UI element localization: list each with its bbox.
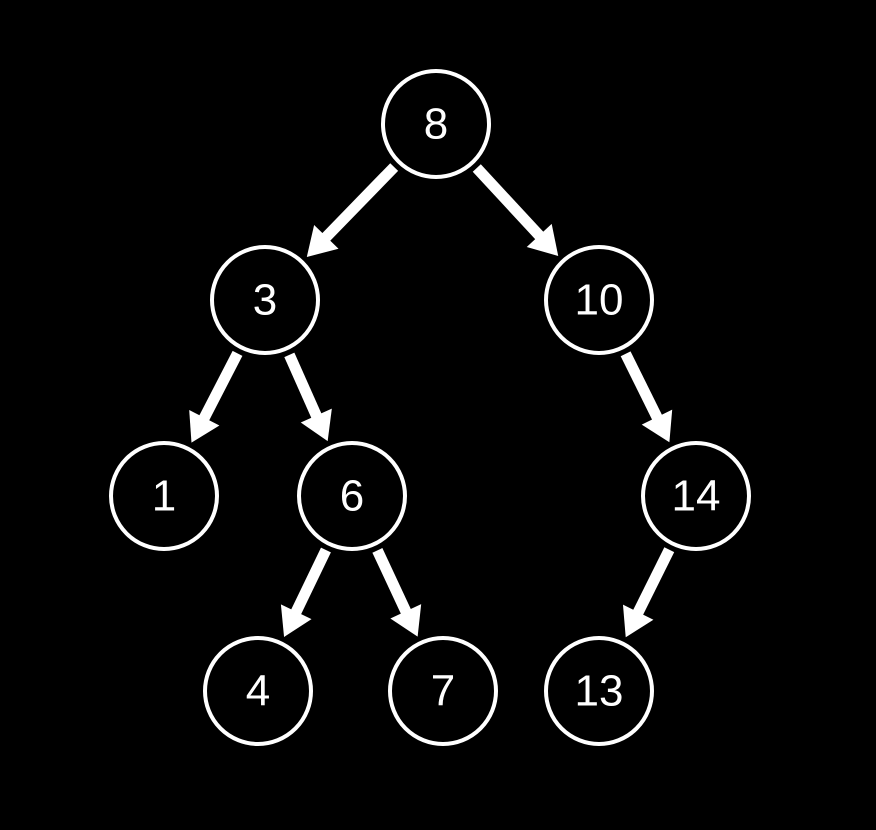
- node-circle: [388, 636, 498, 746]
- arrowhead-icon: [189, 409, 220, 443]
- edge-n6-n7: [372, 548, 422, 637]
- node-circle: [544, 636, 654, 746]
- edge-n3-n6: [284, 352, 332, 442]
- arrowhead-icon: [280, 604, 312, 637]
- node-label: 7: [431, 667, 455, 716]
- edge-n10-n14: [620, 351, 673, 443]
- node-circle: [109, 441, 219, 551]
- arrowhead-icon: [300, 408, 332, 442]
- edge-line: [320, 163, 399, 243]
- edge-n6-n4: [280, 547, 331, 637]
- node-label: 4: [246, 667, 270, 716]
- tree-node-7: 7: [388, 636, 498, 746]
- tree-node-14: 14: [641, 441, 751, 551]
- edge-n3-n1: [189, 350, 243, 443]
- edge-line: [198, 350, 243, 423]
- edge-n8-n10: [472, 164, 559, 256]
- edge-n8-n3: [306, 163, 399, 257]
- arrowhead-icon: [390, 604, 422, 637]
- node-label: 8: [424, 100, 448, 149]
- edge-line: [284, 352, 323, 420]
- edge-line: [372, 548, 412, 616]
- edge-line: [472, 164, 545, 241]
- tree-node-13: 13: [544, 636, 654, 746]
- edge-n14-n13: [622, 547, 675, 638]
- tree-node-6: 6: [297, 441, 407, 551]
- edge-line: [290, 547, 331, 616]
- node-circle: [203, 636, 313, 746]
- arrowhead-icon: [641, 409, 673, 443]
- tree-node-4: 4: [203, 636, 313, 746]
- node-label: 14: [672, 472, 721, 521]
- tree-node-8: 8: [381, 69, 491, 179]
- node-circle: [641, 441, 751, 551]
- node-circle: [544, 245, 654, 355]
- node-circle: [210, 245, 320, 355]
- edge-line: [620, 351, 663, 422]
- node-label: 13: [575, 667, 624, 716]
- arrowhead-icon: [622, 604, 654, 638]
- arrowhead-icon: [526, 223, 559, 256]
- edge-line: [632, 547, 675, 617]
- edges-layer: [189, 163, 675, 638]
- arrowhead-icon: [306, 225, 339, 257]
- node-label: 10: [575, 276, 624, 325]
- node-label: 6: [340, 472, 364, 521]
- node-circle: [381, 69, 491, 179]
- node-label: 3: [253, 276, 277, 325]
- tree-node-3: 3: [210, 245, 320, 355]
- nodes-layer: 8 3 10 1 6 14 4 7 13: [109, 69, 751, 746]
- tree-node-10: 10: [544, 245, 654, 355]
- tree-node-1: 1: [109, 441, 219, 551]
- node-circle: [297, 441, 407, 551]
- node-label: 1: [152, 472, 176, 521]
